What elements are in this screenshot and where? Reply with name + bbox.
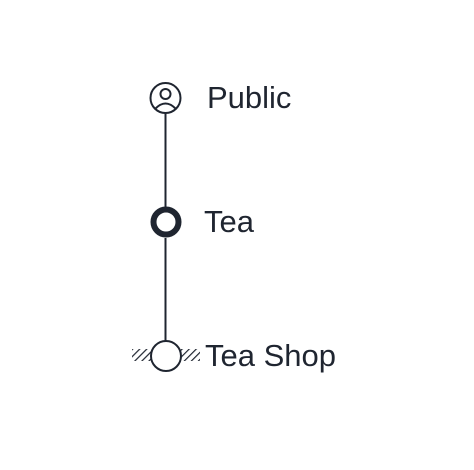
user-circle-icon	[149, 82, 182, 114]
hatched-circle-icon	[132, 340, 200, 372]
ring-icon	[150, 206, 182, 238]
node-label-tea[interactable]: Tea	[204, 204, 254, 239]
node-label-public[interactable]: Public	[207, 80, 292, 115]
node-label-tea-shop[interactable]: Tea Shop	[205, 338, 336, 373]
